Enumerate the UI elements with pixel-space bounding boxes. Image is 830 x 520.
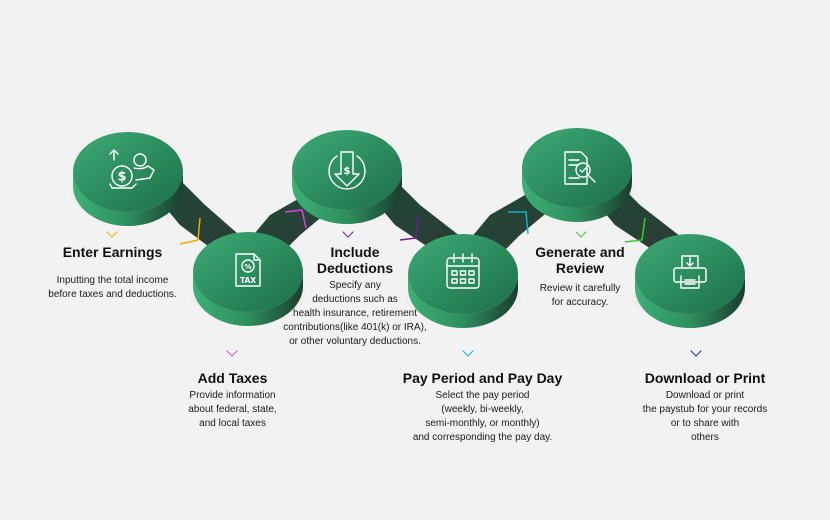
text-line: and local taxes bbox=[199, 418, 266, 429]
disc-side bbox=[193, 272, 303, 326]
svg-text:%: % bbox=[244, 263, 251, 271]
step-4-disc bbox=[402, 234, 524, 328]
step-title: Download or Print bbox=[610, 370, 800, 386]
tax-icon-label: TAX bbox=[240, 276, 256, 285]
text-line: Review bbox=[555, 260, 605, 276]
text-line: or other voluntary deductions. bbox=[289, 336, 421, 347]
text-line: Generate and bbox=[535, 244, 625, 260]
text-line: and corresponding the pay day. bbox=[412, 432, 553, 443]
text-line: health insurance, retirement bbox=[293, 308, 417, 319]
icons: $ % TAX $ bbox=[109, 149, 707, 289]
text-line: Specify any bbox=[329, 280, 381, 291]
text-line: Add Taxes bbox=[197, 370, 268, 386]
step-4-label: Pay Period and Pay Day Select the pay pe… bbox=[380, 370, 585, 445]
text-line: contributions(like 401(k) or IRA), bbox=[283, 322, 427, 333]
step-title: Enter Earnings bbox=[10, 244, 215, 260]
text-line: Download or Print bbox=[644, 370, 766, 386]
step-description: Inputting the total income before taxes a… bbox=[10, 274, 215, 302]
deduction-arrow-icon: $ bbox=[328, 151, 366, 190]
text-line: Select the pay period bbox=[435, 390, 530, 401]
step-title: Add Taxes bbox=[135, 370, 330, 386]
tax-document-icon: % TAX bbox=[235, 253, 261, 287]
text-line: the paystub for your records bbox=[642, 404, 768, 415]
step-description: Review it carefully for accuracy. bbox=[500, 282, 660, 310]
accent-stroke bbox=[508, 211, 529, 235]
step-title: Pay Period and Pay Day bbox=[380, 370, 585, 386]
text-line: Deductions bbox=[316, 260, 394, 276]
step-6-disc bbox=[629, 234, 751, 328]
text-line: Enter Earnings bbox=[62, 244, 163, 260]
accent-stroke bbox=[179, 217, 201, 245]
svg-text:$: $ bbox=[117, 170, 126, 185]
printer-download-icon bbox=[673, 255, 707, 289]
text-line: Download or print bbox=[665, 390, 745, 401]
disc-side bbox=[635, 274, 745, 328]
step-description: Provide information about federal, state,… bbox=[135, 389, 330, 431]
step-description: Specify any deductions such as health insu… bbox=[260, 279, 450, 349]
money-hand-icon: $ bbox=[109, 149, 155, 189]
text-line: before taxes and deductions. bbox=[48, 289, 177, 300]
accent-stroke bbox=[399, 214, 419, 241]
disc-top bbox=[635, 234, 745, 314]
text-line: Review it carefully bbox=[539, 283, 621, 294]
connector-accents bbox=[179, 209, 646, 245]
accent-stroke bbox=[284, 209, 307, 229]
text-line: Inputting the total income bbox=[56, 275, 169, 286]
step-2-label: Add Taxes Provide information about feder… bbox=[135, 370, 330, 431]
text-line: Pay Period and Pay Day bbox=[402, 370, 563, 386]
text-line: (weekly, bi-weekly, bbox=[441, 404, 524, 415]
text-line: Include bbox=[330, 244, 380, 260]
text-line: others bbox=[691, 432, 719, 443]
disc-side bbox=[292, 170, 402, 224]
text-line: about federal, state, bbox=[188, 404, 277, 415]
text-line: or to share with bbox=[670, 418, 740, 429]
discs bbox=[67, 128, 751, 328]
text-line: for accuracy. bbox=[551, 297, 609, 308]
step-1-label: Enter Earnings Inputting the total incom… bbox=[10, 244, 215, 302]
accent-stroke bbox=[624, 217, 646, 243]
svg-text:$: $ bbox=[344, 166, 351, 177]
disc-top bbox=[292, 130, 402, 210]
text-line: Provide information bbox=[189, 390, 276, 401]
disc-top bbox=[408, 234, 518, 314]
calendar-icon bbox=[446, 253, 480, 289]
step-6-label: Download or Print Download or print the p… bbox=[610, 370, 800, 445]
step-3-disc bbox=[286, 130, 408, 224]
step-description: Select the pay period (weekly, bi-weekly,… bbox=[380, 389, 585, 445]
step-1-disc bbox=[67, 132, 189, 226]
document-search-icon bbox=[564, 151, 596, 185]
disc-side bbox=[408, 274, 518, 328]
disc-side bbox=[73, 172, 183, 226]
disc-top bbox=[73, 132, 183, 212]
text-line: deductions such as bbox=[312, 294, 398, 305]
text-line: semi-monthly, or monthly) bbox=[425, 418, 540, 429]
disc-side bbox=[522, 168, 632, 222]
step-description: Download or print the paystub for your re… bbox=[610, 389, 800, 445]
